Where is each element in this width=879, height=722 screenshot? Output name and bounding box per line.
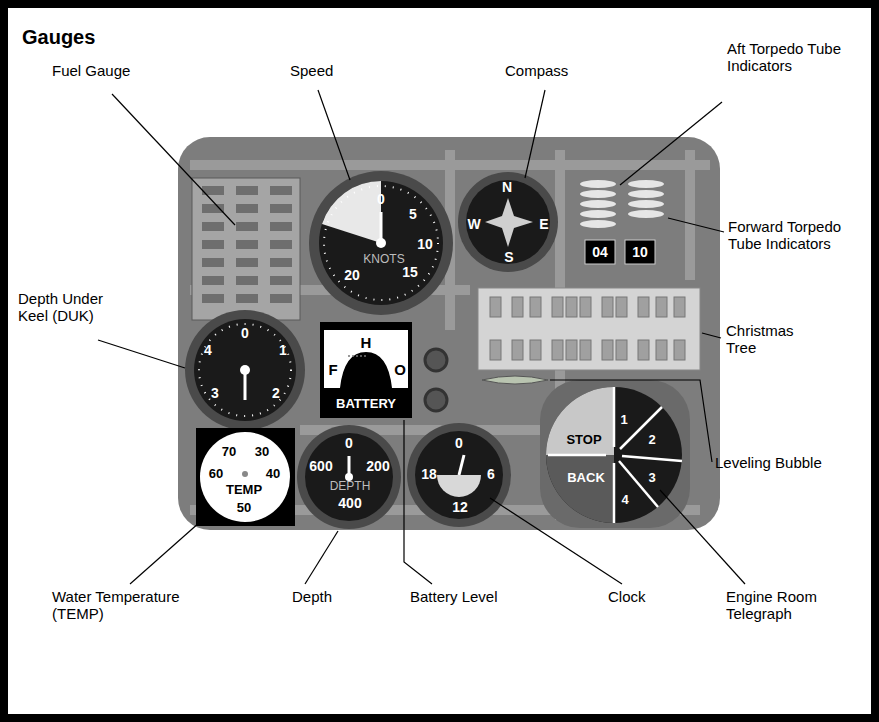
torpedo-lamps [580, 180, 664, 228]
temp-face [200, 432, 290, 522]
callout-label: Christmas Tree [726, 322, 816, 357]
clock-hand [459, 455, 464, 475]
callout-label: Speed [290, 62, 370, 79]
dial-marking: 60 [209, 467, 223, 482]
battery-gauge [324, 330, 408, 388]
callout-label: Forward Torpedo Tube Indicators [728, 218, 858, 253]
dial-marking: 3 [211, 385, 219, 401]
dial-marking: F [328, 361, 337, 378]
depth-rim [297, 425, 401, 529]
duk-face [194, 319, 296, 421]
speed-hub [376, 238, 386, 248]
dial-marking: 70 [222, 445, 236, 460]
temp-box [196, 428, 295, 526]
speed-rim [309, 171, 453, 315]
callout-label: Compass [505, 62, 595, 79]
speed-face [319, 181, 443, 305]
callout-label: Fuel Gauge [52, 62, 182, 79]
dial-marking: 10 [632, 244, 648, 260]
lamp [425, 389, 447, 411]
dial-marking: 0 [241, 325, 249, 341]
dial-marking: 5 [409, 206, 417, 222]
callout-label: Depth Under Keel (DUK) [18, 290, 108, 325]
duk-rim [185, 310, 305, 430]
battery-needle [346, 355, 366, 357]
dial-marking: 1 [279, 342, 287, 358]
dial-marking: BATTERY [336, 397, 396, 412]
depth-face [305, 433, 393, 521]
callout-label: Water Temperature (TEMP) [52, 588, 222, 623]
dial-marking: E [539, 216, 548, 232]
dial-marking: 400 [338, 495, 361, 511]
dial-marking: 50 [237, 501, 251, 516]
dial-marking: 0 [345, 435, 353, 451]
dial-marking: 12 [452, 499, 468, 515]
lamp [425, 349, 447, 371]
dial-marking: N [502, 179, 512, 195]
clock-disc [437, 475, 481, 497]
dial-marking: 1 [620, 413, 627, 428]
christmas-lights [490, 297, 685, 360]
dial-marking: 15 [402, 264, 418, 280]
telegraph-back [546, 455, 614, 523]
callout-label: Engine Room Telegraph [726, 588, 851, 623]
leader-lines [98, 90, 745, 584]
speed-wedge [322, 181, 381, 243]
dial-marking: W [467, 216, 480, 232]
dial-marking: 0 [455, 435, 463, 451]
telegraph-stop [546, 387, 614, 455]
speed-ticks [324, 186, 438, 300]
dial-marking: O [394, 361, 406, 378]
dial-marking: 2 [272, 385, 280, 401]
dial-marking: 20 [344, 267, 360, 283]
dial-marking: 0 [377, 191, 385, 207]
clock-rim [407, 423, 511, 527]
dial-marking: BACK [567, 471, 605, 486]
dial-marking: 600 [309, 458, 332, 474]
christmas-tree [478, 288, 700, 370]
page-frame [4, 4, 875, 718]
title: Gauges [22, 26, 95, 49]
dial-marking: DEPTH [330, 480, 371, 494]
aft-counter [585, 240, 615, 264]
fuel-gauge [192, 178, 300, 320]
callout-label: Battery Level [410, 588, 530, 605]
clock-face [415, 431, 503, 519]
callout-label: Depth [292, 588, 372, 605]
compass-rim [458, 172, 558, 272]
dial-marking: KNOTS [363, 253, 404, 267]
dial-marking: S [504, 249, 513, 265]
callout-label: Leveling Bubble [715, 454, 865, 471]
dial-marking: 18 [421, 466, 437, 482]
duk-hub [240, 365, 250, 375]
callout-label: Aft Torpedo Tube Indicators [727, 40, 852, 75]
temp-hub [242, 471, 248, 477]
dial-marking: 2 [648, 433, 655, 448]
dial-marking: 04 [592, 244, 608, 260]
dial-marking: H [361, 334, 372, 351]
leveling-bubble [482, 376, 548, 384]
dial-marking: 10 [417, 236, 433, 252]
dial-marking: 30 [255, 445, 269, 460]
telegraph-face [546, 387, 682, 523]
dial-marking: 3 [648, 471, 655, 486]
dial-marking: TEMP [226, 483, 262, 498]
panel [178, 137, 720, 530]
dial-marking: 4 [621, 493, 628, 508]
dial-marking: 4 [204, 342, 212, 358]
telegraph-housing [540, 380, 690, 528]
compass-star [485, 198, 533, 247]
dial-marking: 200 [366, 458, 389, 474]
battery-box [320, 322, 412, 418]
telegraph-spokes [548, 387, 682, 523]
duk-ticks [199, 324, 291, 416]
dial-marking: STOP [566, 433, 601, 448]
forward-counter [625, 240, 655, 264]
callout-label: Clock [608, 588, 688, 605]
dial-marking: 6 [487, 466, 495, 482]
dial-marking: 40 [266, 467, 280, 482]
